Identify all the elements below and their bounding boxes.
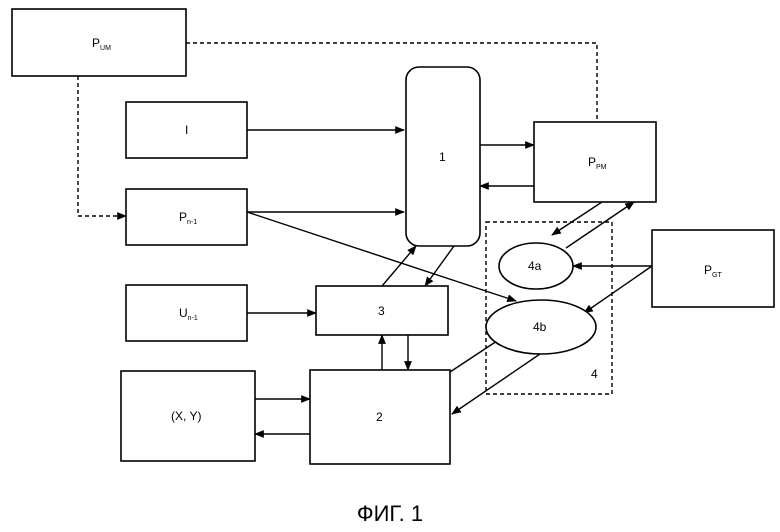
label-4: 4 bbox=[591, 367, 598, 381]
block-pgt bbox=[652, 230, 774, 307]
arrow-4a-to-ppm bbox=[566, 202, 634, 248]
label-4a: 4a bbox=[528, 259, 542, 273]
arrow-pgt-to-4b bbox=[584, 266, 652, 313]
arrow-1-to-3 bbox=[425, 246, 454, 286]
label-4b: 4b bbox=[533, 320, 547, 334]
arrow-4b-to-2 bbox=[452, 354, 540, 414]
arrow-ppm-to-4a bbox=[552, 202, 602, 235]
figure-caption: ФИГ. 1 bbox=[357, 501, 423, 526]
label-i: I bbox=[185, 123, 188, 137]
dashed-arrow-pum-to-pn1 bbox=[78, 76, 126, 216]
label-1: 1 bbox=[439, 150, 446, 164]
label-2: 2 bbox=[376, 410, 383, 424]
label-xy: (X, Y) bbox=[171, 409, 201, 423]
label-3: 3 bbox=[378, 304, 385, 318]
